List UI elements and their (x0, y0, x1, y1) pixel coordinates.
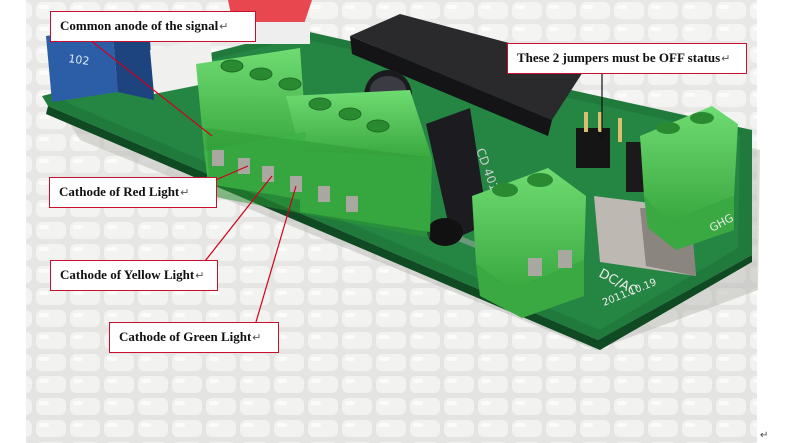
terminal-block-right (640, 106, 738, 250)
label-jumpers: These 2 jumpers must be OFF status↵ (507, 43, 747, 74)
jumper-arrow (595, 68, 609, 142)
corner-mark: ↵ (760, 430, 768, 441)
pot-label: 102 (68, 52, 91, 68)
terminal-block-large (196, 48, 432, 238)
terminal-block-middle (472, 168, 586, 318)
label-green-cathode: Cathode of Green Light↵ (109, 322, 279, 353)
potentiometer: 102 (46, 26, 154, 102)
label-yellow-cathode: Cathode of Yellow Light↵ (50, 260, 218, 291)
label-common-anode: Common anode of the signal↵ (50, 11, 256, 42)
label-red-cathode: Cathode of Red Light↵ (49, 177, 217, 208)
